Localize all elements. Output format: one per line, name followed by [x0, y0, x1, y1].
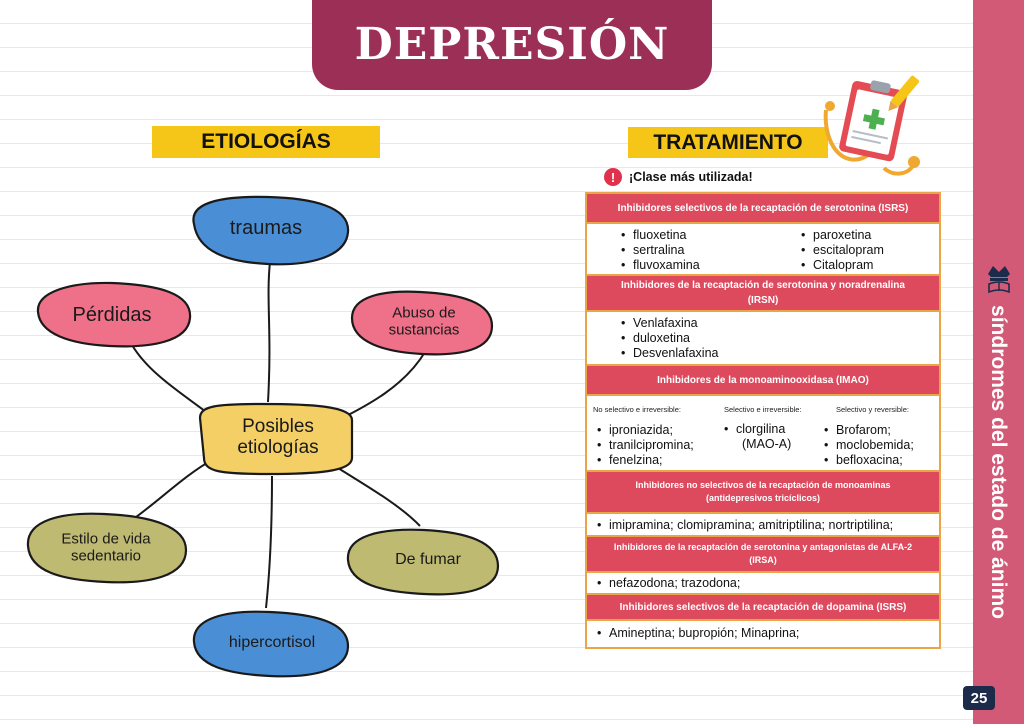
node-estilo-label: Estilo de vida sedentario [61, 530, 151, 564]
crown-icon [988, 266, 1010, 294]
imao-header: Inhibidores de la monoaminooxidasa (IMAO… [587, 366, 939, 396]
side-band [973, 0, 1024, 724]
node-center-label: Posibles etiologías [237, 416, 319, 458]
title-banner: DEPRESIÓN [312, 0, 712, 90]
node-hipercortisol [192, 610, 350, 678]
isrs-header: Inhibidores selectivos de la recaptación… [587, 194, 939, 224]
connector-traumas [267, 261, 271, 403]
irsa-list: nefazodona; trazodona; [597, 576, 740, 591]
imao-body: No selectivo e irreversible: Selectivo e… [587, 396, 939, 472]
page-title: DEPRESIÓN [354, 18, 670, 70]
triciclicos-header: Inhibidores no selectivos de la recaptac… [587, 472, 939, 514]
list-item: Venlafaxina [621, 316, 718, 331]
triciclicos-list: imipramina; clomipramina; amitriptilina;… [597, 518, 893, 533]
irsn-body: Venlafaxina duloxetina Desvenlafaxina [587, 312, 939, 366]
node-traumas [192, 195, 350, 266]
dopamina-header: Inhibidores selectivos de la recaptación… [587, 595, 939, 621]
node-estilo [26, 512, 188, 584]
irsn-header: Inhibidores de la recaptación de seroton… [587, 276, 939, 312]
irsa-body: nefazodona; trazodona; [587, 573, 939, 595]
imao-list-1: iproniazida; tranilcipromina; fenelzina; [597, 423, 694, 468]
list-item: escitalopram [801, 243, 884, 258]
clipboard-stethoscope-icon [823, 75, 920, 176]
node-fumar-label: De fumar [395, 551, 461, 569]
tratamiento-label: TRATAMIENTO [628, 127, 828, 158]
list-item: sertralina [621, 243, 700, 258]
side-title: síndromes del estado de ánimo [987, 305, 1010, 619]
connector-perdidas [131, 344, 215, 419]
connector-hipercortisol [265, 475, 273, 609]
node-perdidas [36, 281, 192, 348]
etiology-mindmap [26, 195, 500, 678]
node-hipercortisol-label: hipercortisol [228, 634, 316, 652]
etiologias-label: ETIOLOGÍAS [152, 126, 380, 158]
list-item: clorgilina [724, 422, 785, 437]
list-item: fluoxetina [621, 228, 700, 243]
list-item: tranilcipromina; [597, 438, 694, 453]
isrs-list-2: paroxetina escitalopram Citalopram [801, 228, 884, 273]
node-perdidas-label: Pérdidas [72, 304, 152, 326]
treatment-table: Inhibidores selectivos de la recaptación… [585, 192, 941, 649]
list-item: iproniazida; [597, 423, 694, 438]
list-item: Desvenlafaxina [621, 346, 718, 361]
list-item: Brofarom; [824, 423, 914, 438]
irsa-header: Inhibidores de la recaptación de seroton… [587, 537, 939, 573]
node-center [198, 402, 354, 476]
node-fumar [346, 528, 500, 596]
list-item: paroxetina [801, 228, 884, 243]
imao-sub-2: Selectivo e irreversible: [724, 405, 802, 414]
list-item: fluvoxamina [621, 258, 700, 273]
dopamina-list: Amineptina; bupropión; Minaprina; [597, 626, 799, 641]
alert-text: ¡Clase más utilizada! [629, 170, 753, 184]
list-item: fenelzina; [597, 453, 694, 468]
list-item: duloxetina [621, 331, 718, 346]
connector-estilo [131, 459, 213, 521]
imao-list-2: clorgilina [724, 422, 785, 437]
list-item: moclobemida; [824, 438, 914, 453]
alert-row: ! ¡Clase más utilizada! [604, 168, 753, 186]
irsn-list: Venlafaxina duloxetina Desvenlafaxina [621, 316, 718, 361]
node-abuso-label: Abuso de sustancias [388, 304, 460, 338]
imao-list-3: Brofarom; moclobemida; befloxacina; [824, 423, 914, 468]
triciclicos-body: imipramina; clomipramina; amitriptilina;… [587, 514, 939, 537]
node-abuso [350, 290, 494, 356]
list-item: Citalopram [801, 258, 884, 273]
exclamation-icon: ! [604, 168, 622, 186]
list-item: imipramina; clomipramina; amitriptilina;… [597, 518, 893, 533]
page-number: 25 [963, 686, 995, 710]
list-item: befloxacina; [824, 453, 914, 468]
imao-sub-1: No selectivo e irreversible: [593, 405, 681, 414]
isrs-body: fluoxetina sertralina fluvoxamina paroxe… [587, 224, 939, 276]
list-item: Amineptina; bupropión; Minaprina; [597, 626, 799, 641]
node-traumas-label: traumas [229, 217, 303, 239]
imao-mao-a: (MAO-A) [742, 437, 792, 451]
isrs-list-1: fluoxetina sertralina fluvoxamina [621, 228, 700, 273]
list-item: nefazodona; trazodona; [597, 576, 740, 591]
imao-sub-3: Selectivo y reversible: [836, 405, 909, 414]
dopamina-body: Amineptina; bupropión; Minaprina; [587, 621, 939, 647]
connector-fumar [337, 467, 421, 527]
